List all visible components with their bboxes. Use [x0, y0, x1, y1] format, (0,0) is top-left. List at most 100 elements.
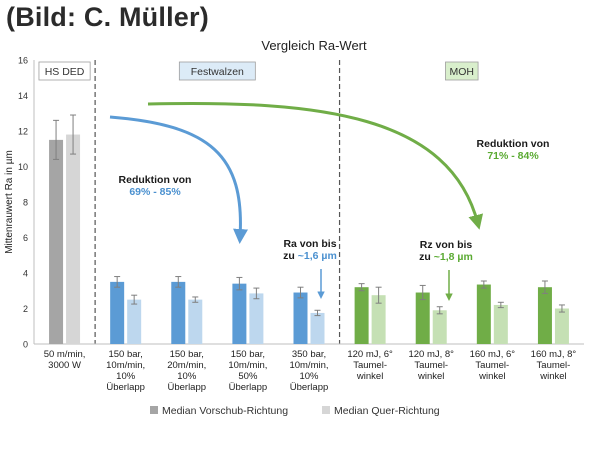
- bar: [127, 299, 142, 344]
- reduction-arrow-blue: [109, 115, 249, 244]
- x-tick-label: 150 bar,: [231, 349, 265, 360]
- bar: [476, 284, 491, 344]
- x-tick-label: Taumel-: [414, 360, 448, 371]
- legend-label: Median Quer-Richtung: [334, 405, 440, 417]
- error-bar: [541, 280, 548, 294]
- bars: [49, 114, 569, 344]
- error-bar: [192, 296, 199, 303]
- x-tick-label: 10m/min,: [106, 360, 145, 371]
- error-bar: [358, 283, 365, 292]
- x-tick-label: 120 mJ, 8°: [408, 349, 454, 360]
- error-bar: [436, 306, 443, 315]
- error-bar: [253, 287, 260, 300]
- x-tick-label: winkel: [417, 371, 444, 382]
- error-bar: [375, 286, 382, 304]
- legend-entry: Median Vorschub-Richtung: [150, 405, 288, 417]
- error-bar: [419, 284, 426, 301]
- error-bar: [175, 276, 182, 288]
- y-tick-label: 16: [18, 56, 28, 66]
- error-bar: [114, 276, 121, 288]
- bar: [371, 295, 386, 344]
- x-tick-label: 350 bar,: [292, 349, 326, 360]
- annotation-line: zu ~1,6 µm: [283, 250, 337, 262]
- x-tick-label: Überlapp: [290, 382, 329, 393]
- reduction-arrow-green: [147, 101, 484, 230]
- bar: [493, 304, 508, 344]
- group-headers: HS DED Festwalzen MOH: [38, 60, 479, 344]
- x-tick-label: 50%: [238, 371, 258, 382]
- error-bar: [236, 276, 243, 291]
- y-tick-label: 14: [18, 91, 28, 101]
- x-tick-label: 160 mJ, 6°: [470, 349, 516, 360]
- x-tick-label: winkel: [478, 371, 505, 382]
- bar: [554, 308, 569, 344]
- bar: [110, 281, 125, 344]
- bar: [188, 299, 203, 344]
- group-header-box: [445, 61, 479, 81]
- group-header-box: [38, 61, 91, 81]
- bar: [310, 312, 325, 344]
- error-bar: [497, 301, 504, 309]
- bar: [432, 310, 447, 344]
- bar: [537, 287, 552, 344]
- annotation-line: Reduktion von: [477, 138, 550, 150]
- bar: [49, 139, 64, 344]
- y-tick-label: 10: [18, 162, 28, 172]
- annotation-line: zu ~1,8 µm: [419, 251, 473, 263]
- x-tick-label: Überlapp: [106, 382, 145, 393]
- bar: [232, 283, 247, 344]
- chart-title: Vergleich Ra-Wert: [261, 38, 367, 53]
- error-bar: [480, 280, 487, 289]
- error-bar: [53, 119, 60, 160]
- legend-entry: Median Quer-Richtung: [322, 405, 440, 417]
- group-header-box: [178, 61, 256, 81]
- x-tick-label: 3000 W: [48, 360, 81, 371]
- x-tick-label: winkel: [356, 371, 383, 382]
- y-tick-label: 4: [23, 269, 28, 279]
- legend: Median Vorschub-Richtung Median Quer-Rich…: [150, 405, 440, 417]
- annotation-line: 69% - 85%: [129, 186, 181, 198]
- group-header-label: HS DED: [45, 66, 85, 78]
- x-tick-label: 10%: [177, 371, 197, 382]
- x-tick-label: 150 bar,: [108, 349, 142, 360]
- error-bar: [131, 294, 138, 305]
- x-tick-label: 10m/min,: [228, 360, 267, 371]
- legend-swatch: [150, 406, 158, 414]
- x-tick-label: 10%: [116, 371, 136, 382]
- bar: [354, 287, 369, 344]
- y-tick-label: 8: [23, 198, 28, 208]
- image-credit: (Bild: C. Müller): [6, 2, 209, 32]
- x-tick-label: 10%: [299, 371, 319, 382]
- x-tick-label: winkel: [539, 371, 566, 382]
- x-tick-label: 10m/min,: [289, 360, 328, 371]
- x-tick-label: Taumel-: [353, 360, 387, 371]
- legend-swatch: [322, 406, 330, 414]
- y-axis-label: Mittenrauwert Ra in µm: [4, 150, 15, 254]
- group-header-label: MOH: [450, 66, 475, 78]
- group-header-label: Festwalzen: [191, 66, 244, 78]
- legend-label: Median Vorschub-Richtung: [162, 405, 288, 417]
- x-tick-label: 20m/min,: [167, 360, 206, 371]
- x-tick-label: Taumel-: [475, 360, 509, 371]
- x-tick-label: 120 mJ, 6°: [347, 349, 393, 360]
- y-tick-label: 12: [18, 127, 28, 137]
- y-tick-label: 2: [23, 304, 28, 314]
- bar: [171, 281, 186, 344]
- bar: [293, 292, 308, 344]
- annotation-line: Ra von bis: [283, 238, 336, 250]
- x-tick-label: Überlapp: [229, 382, 268, 393]
- x-tick-label: Überlapp: [167, 382, 206, 393]
- error-bar: [70, 114, 77, 155]
- error-bar: [558, 304, 565, 313]
- annotation-line: 71% - 84%: [487, 150, 539, 162]
- annotation-line: Rz von bis: [420, 239, 473, 251]
- x-tick-label: 50 m/min,: [44, 349, 86, 360]
